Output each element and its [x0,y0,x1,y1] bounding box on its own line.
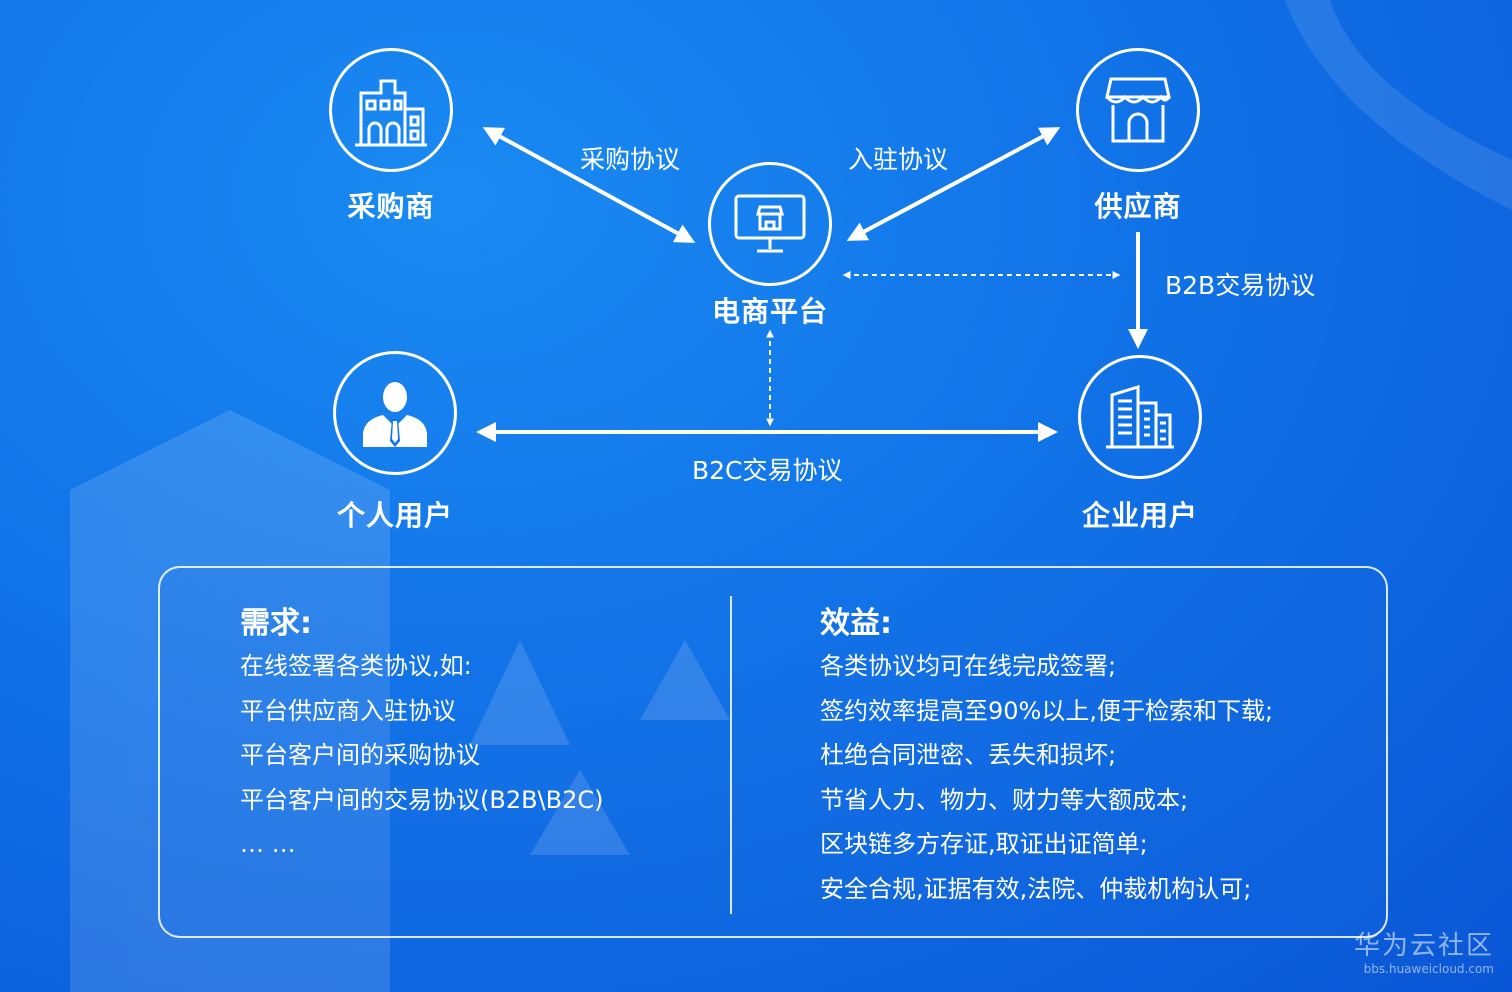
benefits-item: 签约效率提高至90%以上,便于检索和下载; [820,696,1274,725]
needs-item: 平台供应商入驻协议 [240,696,456,725]
edge-label-settle-in: 入驻协议 [848,145,949,174]
buyer-node [329,48,453,172]
enterprise-label: 企业用户 [1081,499,1198,532]
edge-label-b2b: B2B交易协议 [1165,271,1316,300]
watermark-sub: bbs.huaweicloud.com [1363,962,1494,976]
arrow-supplier-platform [846,127,1061,241]
needs-item: 在线签署各类协议,如: [240,652,472,680]
watermark-main: 华为云社区 [1353,931,1494,961]
individual-node [333,351,457,475]
office-building-icon [1106,385,1174,449]
benefits-item: 节省人力、物力、财力等大额成本; [820,785,1189,814]
benefits-item: 区块链多方存证,取证出证简单; [820,830,1148,858]
benefits-item: 杜绝合同泄密、丢失和损坏; [820,741,1117,769]
arrow-buyer-platform [482,127,696,243]
person-icon [363,382,427,447]
needs-item: 平台客户间的采购协议 [240,741,480,769]
platform-label: 电商平台 [711,295,828,328]
platform-node [708,162,832,286]
needs-item: 平台客户间的交易协议(B2B\B2C) [240,785,604,814]
column-divider [730,596,732,914]
factory-icon [355,79,427,147]
needs-item: … … [240,830,296,858]
buyer-label: 采购商 [347,190,435,223]
info-panel: 需求: 在线签署各类协议,如: 平台供应商入驻协议 平台客户间的采购协议 平台客… [158,566,1388,938]
needs-title: 需求: [240,606,312,641]
enterprise-node [1078,355,1202,479]
edge-label-purchase: 采购协议 [580,145,681,174]
benefits-item: 各类协议均可在线完成签署; [820,652,1117,680]
watermark: 华为云社区 bbs.huaweicloud.com [1354,925,1494,976]
needs-list: 在线签署各类协议,如: 平台供应商入驻协议 平台客户间的采购协议 平台客户间的交… [240,644,604,867]
benefits-item: 安全合规,证据有效,法院、仲裁机构认可; [820,874,1252,903]
supplier-label: 供应商 [1094,190,1182,223]
edge-label-b2c: B2C交易协议 [692,456,843,485]
benefits-list: 各类协议均可在线完成签署; 签约效率提高至90%以上,便于检索和下载; 杜绝合同… [820,644,1273,911]
computer-shop-icon [734,194,806,253]
benefits-title: 效益: [820,606,892,641]
supplier-node [1076,48,1200,172]
storefront-icon [1105,77,1171,143]
individual-label: 个人用户 [336,499,453,532]
